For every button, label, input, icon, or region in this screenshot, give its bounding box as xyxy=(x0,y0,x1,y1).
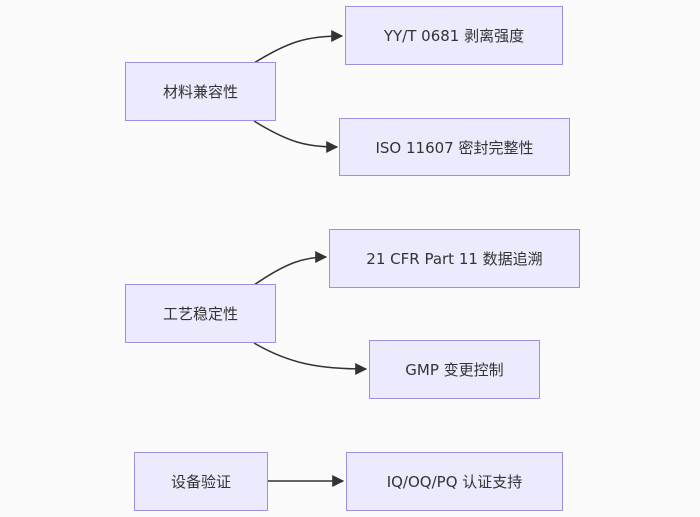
node-material-compatibility-label: 材料兼容性 xyxy=(162,83,238,101)
node-iqoqpq-support: IQ/OQ/PQ 认证支持 xyxy=(346,452,563,511)
node-cfr-traceability: 21 CFR Part 11 数据追溯 xyxy=(329,229,580,288)
edge-process-to-gmp xyxy=(253,342,368,375)
node-gmp-change-control-label: GMP 变更控制 xyxy=(405,361,504,379)
node-peel-strength: YY/T 0681 剥离强度 xyxy=(345,6,563,65)
edge-process-to-cfr xyxy=(253,251,328,286)
node-equipment-validation: 设备验证 xyxy=(134,452,268,511)
node-iqoqpq-support-label: IQ/OQ/PQ 认证支持 xyxy=(386,473,523,491)
node-material-compatibility: 材料兼容性 xyxy=(125,62,276,121)
node-seal-integrity-label: ISO 11607 密封完整性 xyxy=(375,138,534,157)
edge-material-to-peel xyxy=(253,30,344,64)
node-cfr-traceability-label: 21 CFR Part 11 数据追溯 xyxy=(366,250,543,268)
node-peel-strength-label: YY/T 0681 剥离强度 xyxy=(383,27,525,45)
node-seal-integrity: ISO 11607 密封完整性 xyxy=(339,118,570,176)
node-process-stability-label: 工艺稳定性 xyxy=(162,305,238,323)
edge-material-to-seal xyxy=(253,120,339,153)
node-equipment-validation-label: 设备验证 xyxy=(170,473,231,491)
node-gmp-change-control: GMP 变更控制 xyxy=(369,340,540,399)
node-process-stability: 工艺稳定性 xyxy=(125,284,276,343)
